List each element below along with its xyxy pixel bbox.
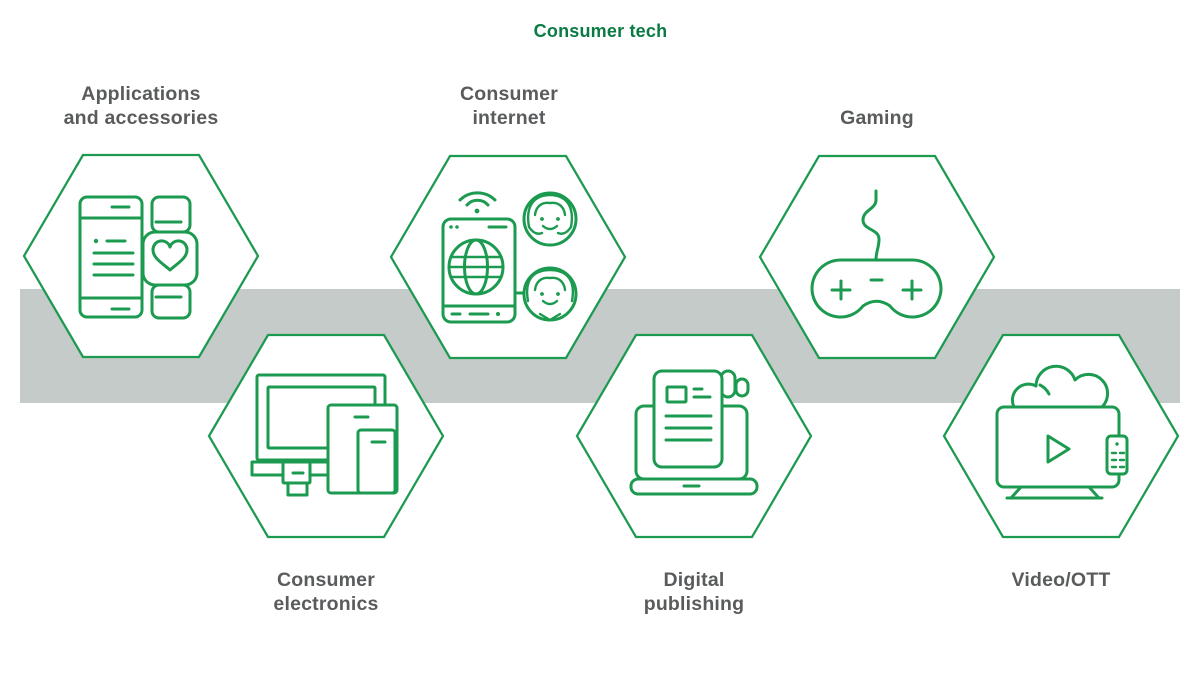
label-consumer-internet: Consumer internet xyxy=(459,83,559,129)
label-applications-and-accessories: Applications and accessories xyxy=(63,83,219,129)
game-controller-icon xyxy=(810,189,943,319)
hexagon-consumer-internet xyxy=(389,154,627,360)
hexagon-applications-and-accessories xyxy=(22,153,260,359)
tablet-globe-users-icon xyxy=(441,191,578,324)
page-title: Consumer tech xyxy=(533,21,668,41)
laptop-document-icon xyxy=(629,369,759,496)
label-digital-publishing: Digital publishing xyxy=(643,569,745,615)
hexagon-consumer-electronics xyxy=(207,333,445,539)
hexagon-video-ott xyxy=(942,333,1180,539)
label-gaming: Gaming xyxy=(840,107,914,129)
phone-smartwatch-icon xyxy=(78,195,199,320)
hexagon-gaming xyxy=(758,154,996,360)
multi-device-icon xyxy=(250,373,399,497)
hexagon-digital-publishing xyxy=(575,333,813,539)
tv-cloud-remote-icon xyxy=(995,364,1129,500)
label-video-ott: Video/OTT xyxy=(1011,569,1111,591)
label-consumer-electronics: Consumer electronics xyxy=(273,569,379,615)
